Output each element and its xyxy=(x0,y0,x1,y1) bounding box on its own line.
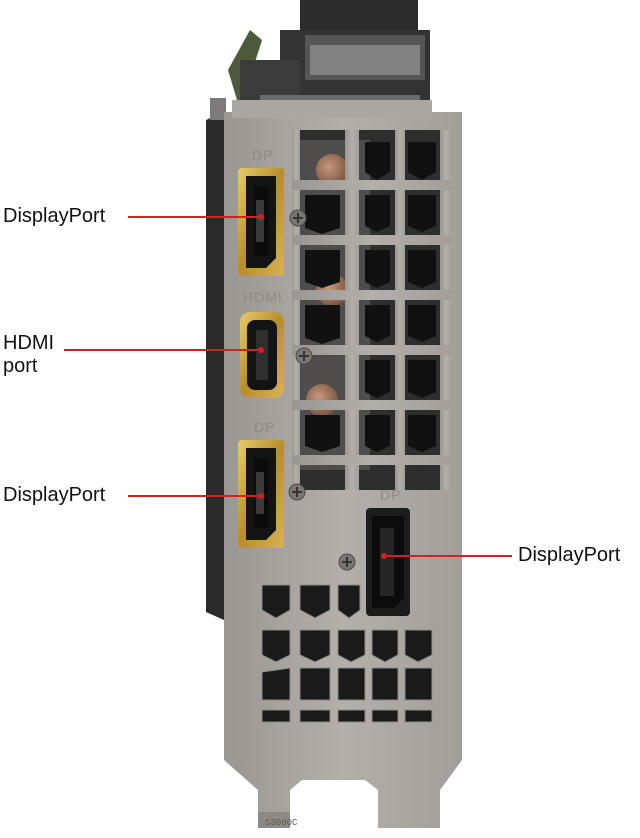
displayport-3 xyxy=(366,508,410,616)
screw-icon xyxy=(289,209,307,227)
callout-label-hdmi-port: HDMI port xyxy=(3,332,55,377)
callout-pointer-displayport-top xyxy=(258,214,264,220)
screw-icon xyxy=(338,553,356,571)
callout-line-displayport-top xyxy=(128,216,262,218)
callout-pointer-displayport-right xyxy=(381,553,387,559)
marking-dp-1: DP xyxy=(252,147,273,163)
marking-dp-3: DP xyxy=(380,487,401,503)
callout-label-displayport-top: DisplayPort xyxy=(3,205,106,227)
screw-icon xyxy=(295,347,313,365)
callout-line-displayport-right xyxy=(384,555,512,557)
io-bracket: S3000C xyxy=(224,100,462,828)
displayport-1 xyxy=(238,168,284,276)
callout-line-displayport-middle xyxy=(128,495,262,497)
svg-text:S3000C: S3000C xyxy=(265,818,298,828)
callout-pointer-displayport-middle xyxy=(258,493,264,499)
card-backplate-edge xyxy=(206,112,224,620)
callout-line-hdmi-port xyxy=(64,349,262,351)
marking-dp-2: DP xyxy=(254,419,275,435)
callout-label-displayport-right: DisplayPort xyxy=(518,544,621,566)
hdmi-port xyxy=(240,312,284,398)
screw-icon xyxy=(288,483,306,501)
callout-label-displayport-middle: DisplayPort xyxy=(3,484,106,506)
callout-pointer-hdmi-port xyxy=(258,347,264,353)
marking-hdmi: HDMI xyxy=(243,289,283,305)
